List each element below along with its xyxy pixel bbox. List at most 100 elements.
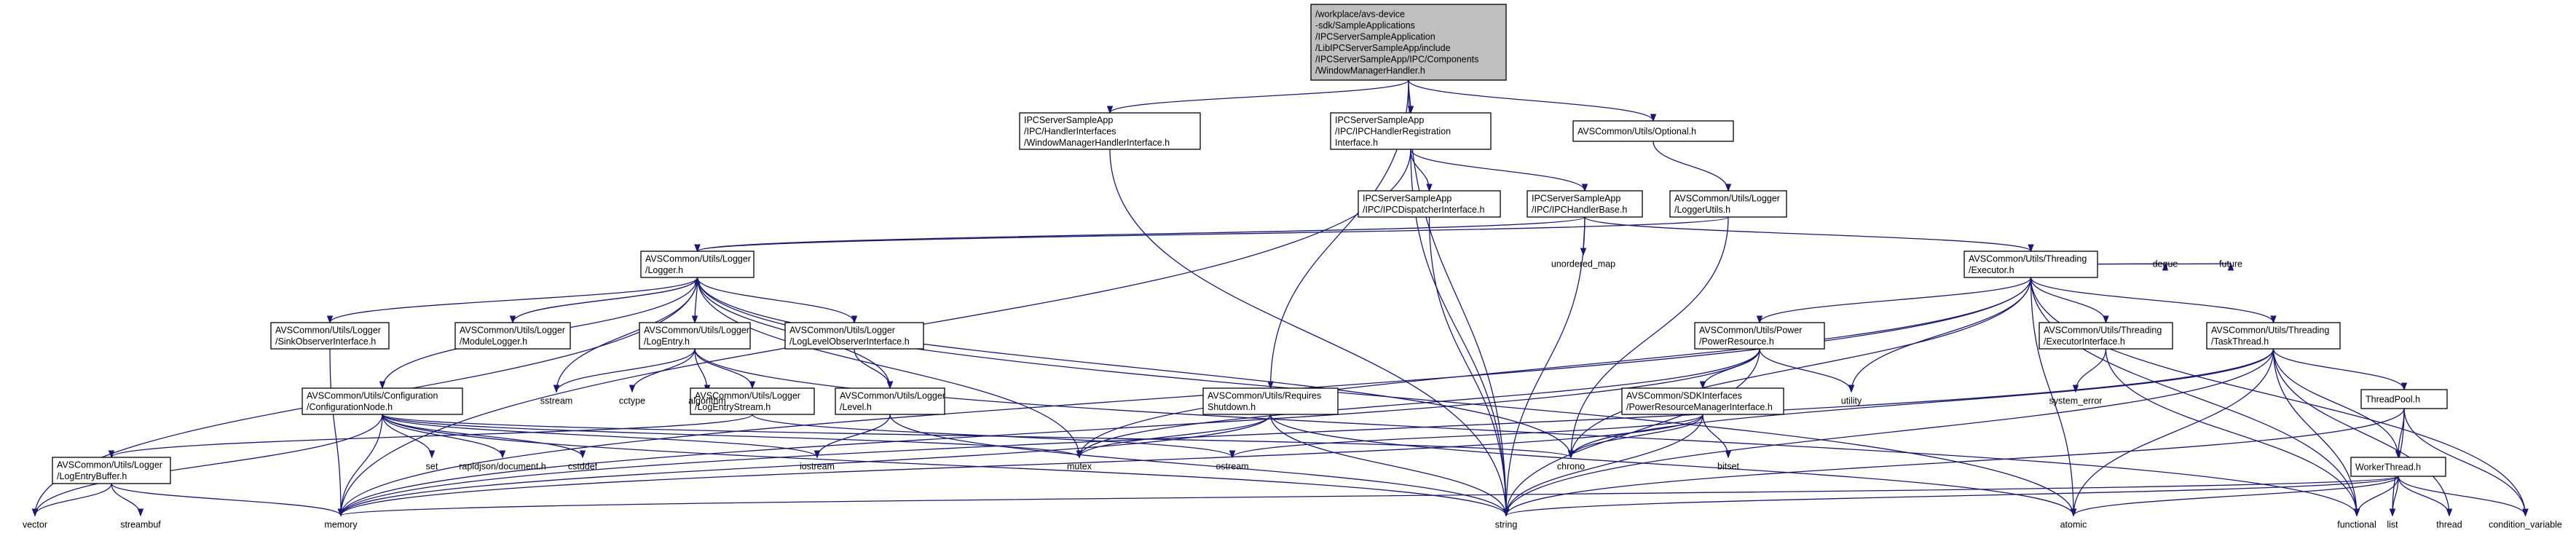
node-string: string: [1495, 519, 1518, 529]
node-box: [2350, 457, 2446, 477]
node-threadpool[interactable]: ThreadPool.h: [2360, 389, 2448, 409]
node-level[interactable]: AVSCommon/Utils/Logger/Level.h: [835, 387, 945, 415]
edge-ipchb-to-logger: [696, 216, 1586, 252]
node-label-line: AVSCommon/Utils/Logger: [460, 326, 565, 336]
node-label-line: /WindowManagerHandlerInterface.h: [1024, 138, 1170, 148]
edge-confnode-to-mutex: [382, 414, 1080, 458]
edge-arrowhead: [1650, 114, 1657, 122]
node-taskthread[interactable]: AVSCommon/Utils/Threading/TaskThread.h: [2206, 322, 2341, 350]
node-powerres[interactable]: AVSCommon/Utils/Power/PowerResource.h: [1694, 322, 1825, 350]
node-box: [1963, 251, 2098, 278]
node-wmhi[interactable]: IPCServerSampleApp/IPC/HandlerInterfaces…: [1019, 112, 1201, 150]
node-box: [640, 251, 755, 278]
edge-arrowhead: [2070, 508, 2077, 517]
edge-ipchb-to-executor: [1584, 216, 2032, 252]
node-confnode[interactable]: AVSCommon/Utils/Configuration/Configurat…: [302, 387, 463, 415]
node-box: [1358, 190, 1501, 218]
edge-logger-to-chrono: [696, 277, 1572, 458]
edge-workerthread-to-string: [1505, 476, 2399, 516]
edge-arrowhead: [1699, 381, 1706, 390]
node-label-line: bitset: [1717, 461, 1739, 471]
node-prmi[interactable]: AVSCommon/SDKInterfaces/PowerResourceMan…: [1621, 387, 1784, 415]
edge-arrowhead: [2446, 508, 2453, 517]
node-label-line: AVSCommon/Utils/Requires: [1208, 391, 1321, 401]
node-label-line: IPCServerSampleApp: [1024, 115, 1113, 125]
edge-arrowhead: [1426, 184, 1433, 192]
edge-arrowhead: [1267, 381, 1274, 390]
edge-prmi-to-string: [1505, 414, 1703, 516]
node-label-line: IPCServerSampleApp: [1335, 115, 1424, 125]
node-label-line: future: [2219, 259, 2242, 269]
node-loglevelobs[interactable]: AVSCommon/Utils/Logger/LogLevelObserverI…: [784, 322, 924, 350]
node-modlogger[interactable]: AVSCommon/Utils/Logger/ModuleLogger.h: [454, 322, 571, 350]
node-label-line: AVSCommon/Utils/Threading: [1969, 254, 2087, 264]
node-workerthread[interactable]: WorkerThread.h: [2350, 457, 2446, 477]
node-optional[interactable]: AVSCommon/Utils/Optional.h: [1572, 120, 1734, 142]
edges-layer: [31, 79, 2529, 517]
node-ipcdisp[interactable]: IPCServerSampleApp/IPC/IPCDispatcherInte…: [1358, 190, 1501, 218]
edge-arrowhead: [691, 315, 698, 324]
edge-root-to-optional: [1408, 79, 1654, 122]
node-ipchri[interactable]: IPCServerSampleApp/IPC/IPCHandlerRegistr…: [1330, 112, 1492, 150]
node-ipchb[interactable]: IPCServerSampleApp/IPC/IPCHandlerBase.h: [1527, 190, 1643, 218]
edge-taskthread-to-string: [1505, 348, 2274, 516]
edge-threadpool-to-string: [1505, 408, 2405, 516]
node-iostream: iostream: [800, 461, 835, 471]
edge-root-to-wmhi: [1109, 79, 1409, 114]
node-label-line: /PowerResource.h: [1699, 336, 1774, 347]
node-loggerutils[interactable]: AVSCommon/Utils/Logger/LoggerUtils.h: [1669, 190, 1787, 218]
node-box: [1330, 112, 1492, 150]
node-box: [52, 457, 171, 484]
node-label-line: rapidjson/document.h: [459, 461, 546, 471]
edge-execint-to-system_error: [2075, 348, 2107, 393]
edge-arrowhead: [2227, 262, 2234, 271]
node-execint[interactable]: AVSCommon/Utils/Threading/ExecutorInterf…: [2039, 322, 2173, 350]
node-box: [1669, 190, 1787, 218]
node-cstddef: cstddef: [568, 461, 598, 471]
node-logger[interactable]: AVSCommon/Utils/Logger/Logger.h: [640, 251, 755, 278]
node-label-line: cctype: [619, 395, 645, 406]
node-sinkobs[interactable]: AVSCommon/Utils/Logger/SinkObserverInter…: [270, 322, 390, 350]
node-logentrybuffer[interactable]: AVSCommon/Utils/Logger/LogEntryBuffer.h: [52, 457, 171, 484]
node-label-line: /WindowManagerHandler.h: [1315, 66, 1425, 76]
edge-arrowhead: [1725, 184, 1732, 192]
node-label-line: string: [1495, 519, 1518, 529]
node-root[interactable]: /workplace/avs-device-sdk/SampleApplicat…: [1310, 4, 1507, 81]
node-box: [270, 322, 390, 350]
node-label-line: /Level.h: [840, 402, 872, 412]
edge-powerres-to-utility: [1759, 348, 1852, 393]
edge-wmhi-to-string: [1109, 149, 1507, 516]
edge-arrowhead: [2028, 244, 2034, 253]
edge-workerthread-to-memory: [340, 476, 2399, 516]
node-chrono: chrono: [1557, 461, 1585, 471]
node-label-line: IPCServerSampleApp: [1363, 194, 1452, 204]
edge-arrowhead: [694, 244, 701, 253]
edge-prmi-to-ostream: [1232, 414, 1703, 458]
edge-logentry-to-functional: [694, 348, 2358, 516]
node-label-line: /ModuleLogger.h: [460, 336, 527, 347]
edge-arrowhead: [2400, 382, 2408, 391]
node-logentrystream[interactable]: AVSCommon/Utils/Logger/LogEntryStream.h: [690, 387, 815, 415]
node-logentry[interactable]: AVSCommon/Utils/Logger/LogEntry.h: [639, 322, 751, 350]
edge-taskthread-to-workerthread: [2272, 348, 2399, 458]
node-label-line: Interface.h: [1335, 138, 1378, 148]
edge-arrowhead: [379, 381, 386, 390]
node-memory: memory: [324, 519, 358, 529]
node-box: [1621, 387, 1784, 415]
edge-workerthread-to-condition_variable: [2398, 476, 2526, 516]
node-label-line: AVSCommon/Utils/Logger: [57, 460, 162, 470]
node-box: [1527, 190, 1643, 218]
node-label-line: /workplace/avs-device: [1315, 9, 1405, 20]
edge-powerres-to-mutex: [1079, 348, 1760, 458]
edge-executor-to-mutex: [1079, 277, 2032, 458]
node-box: [1019, 112, 1201, 150]
edge-executor-to-chrono: [1570, 277, 2032, 458]
node-list: list: [2387, 519, 2398, 529]
edge-arrowhead: [1502, 508, 1510, 517]
node-executor[interactable]: AVSCommon/Utils/Threading/Executor.h: [1963, 251, 2098, 278]
edge-confnode-to-memory: [340, 414, 383, 516]
edge-ipchri-to-ipchb: [1410, 149, 1586, 192]
node-label-line: atomic: [2060, 519, 2087, 529]
node-cctype: cctype: [619, 395, 645, 406]
